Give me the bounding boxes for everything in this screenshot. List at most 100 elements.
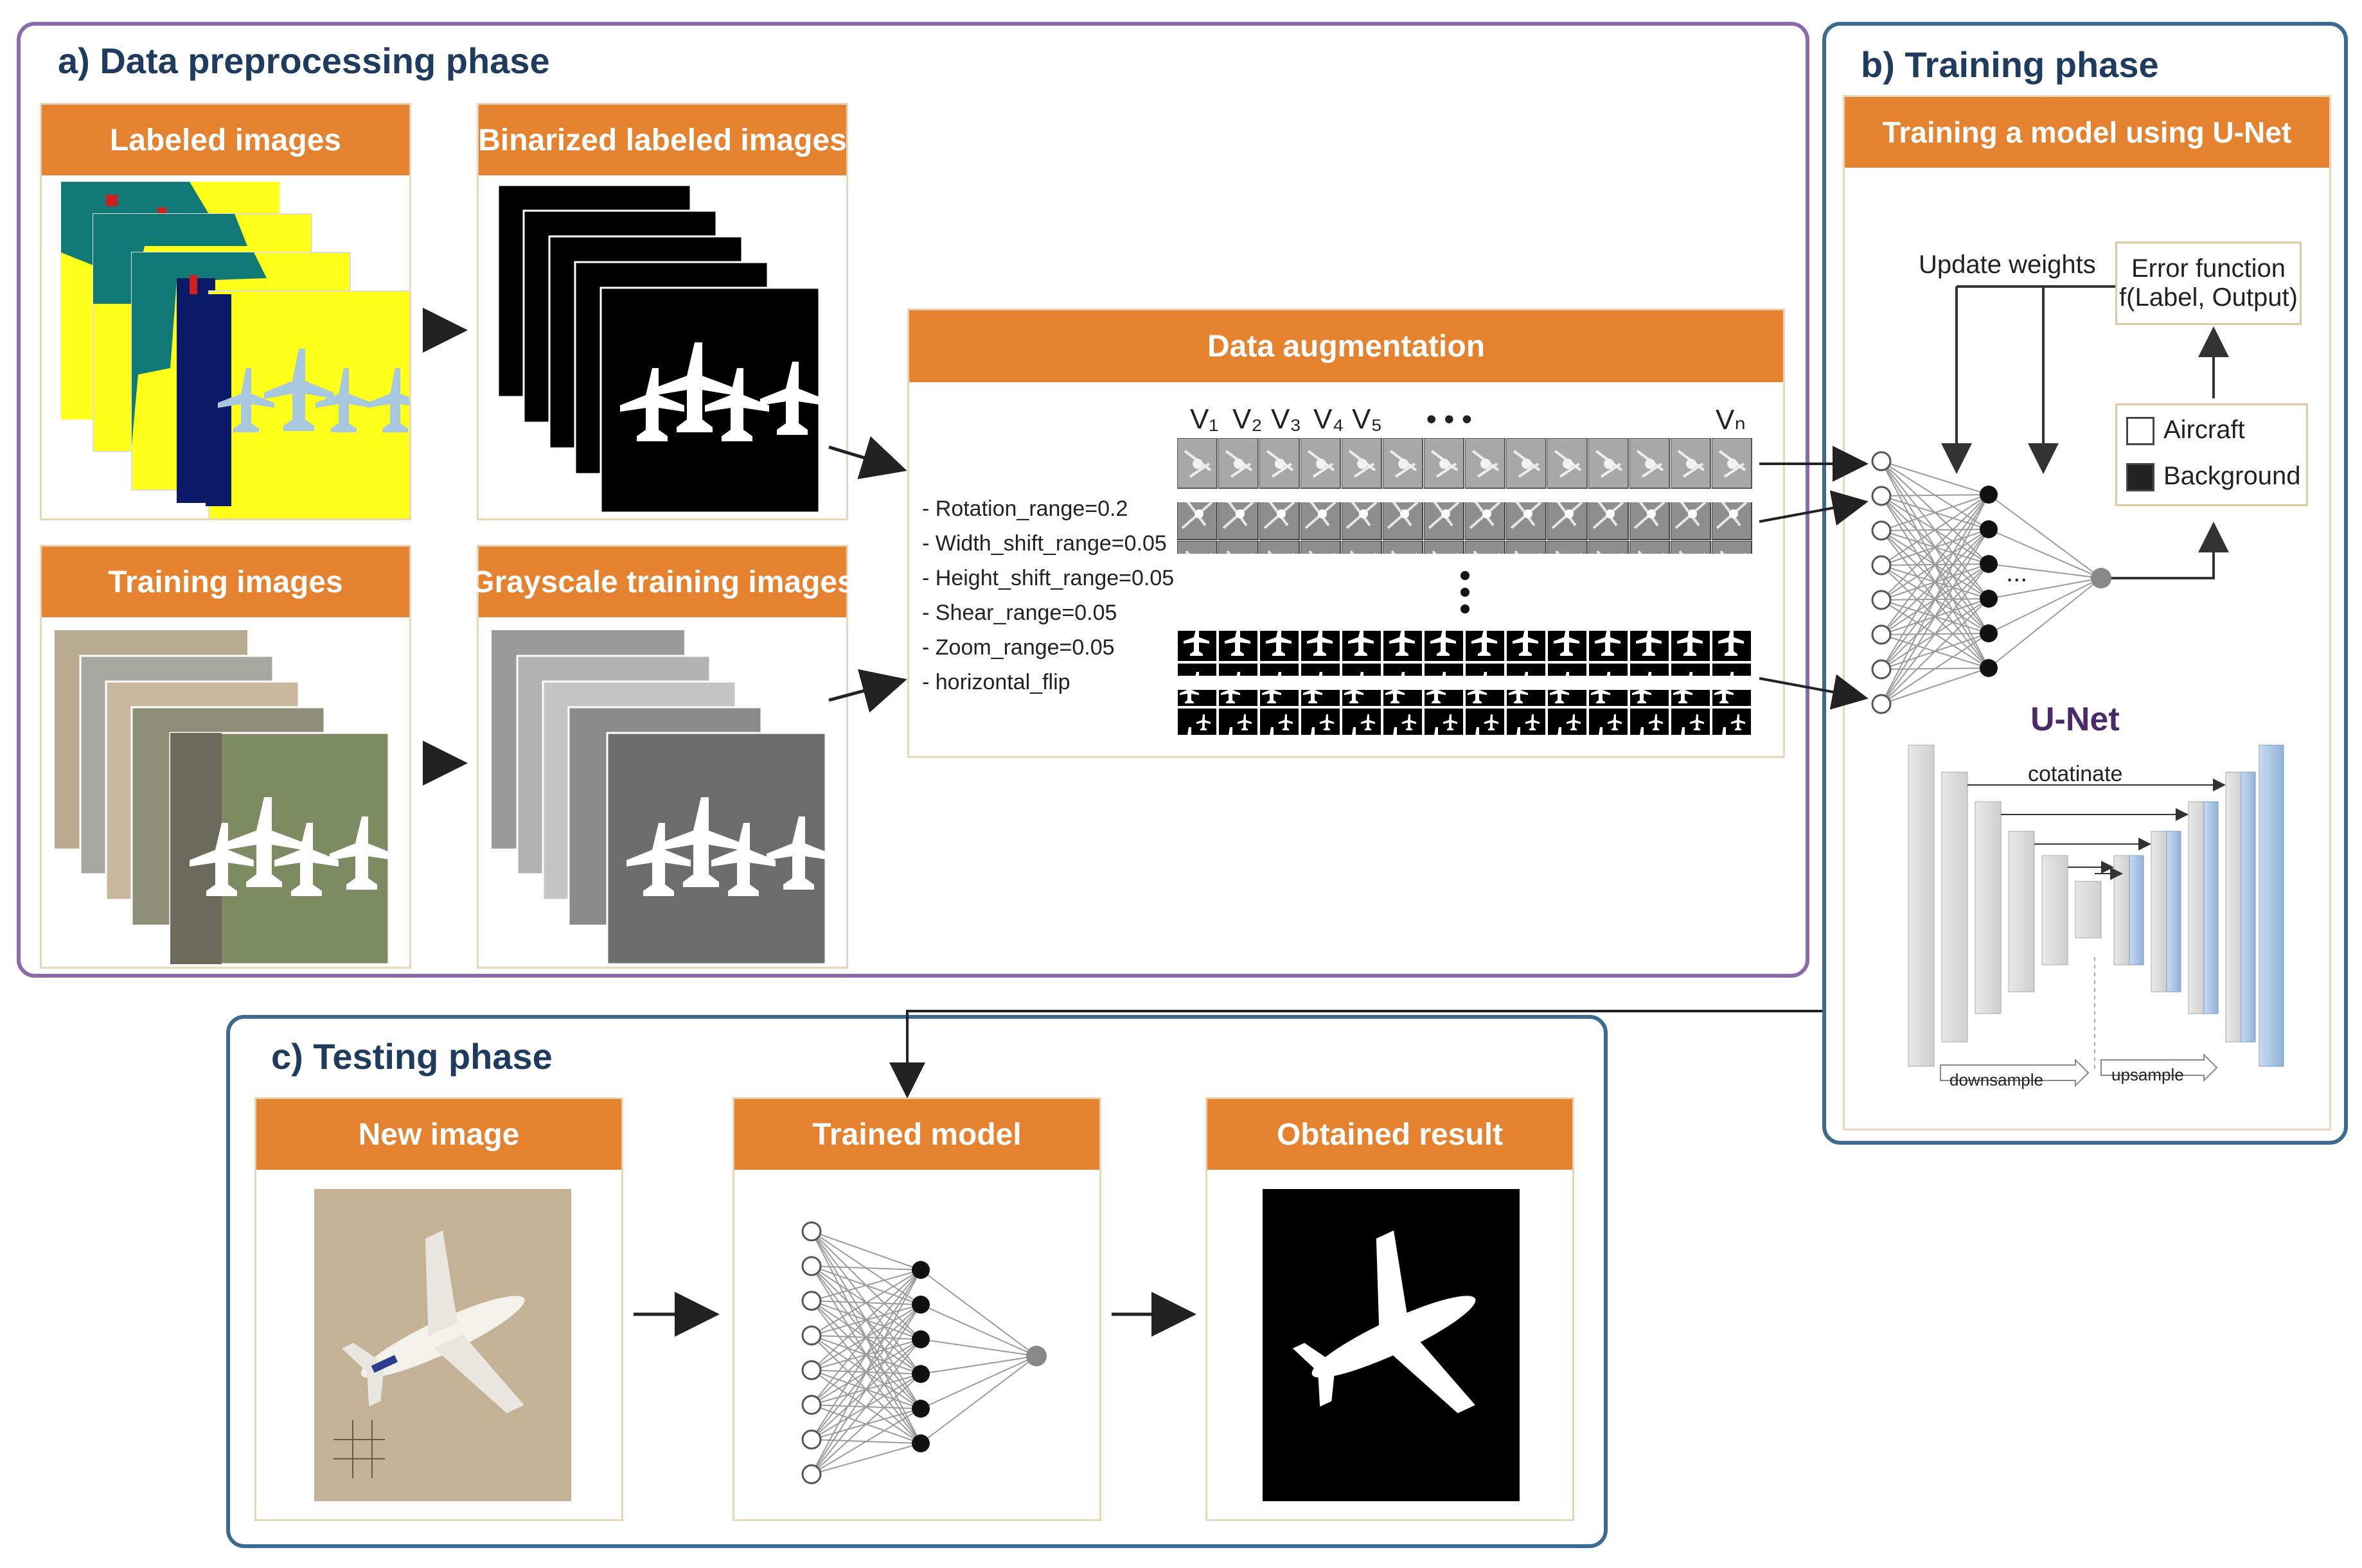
data-preprocessing-phase-frame — [17, 22, 1809, 978]
network-link — [1881, 563, 1989, 705]
new-image-photo — [314, 1189, 571, 1501]
training-network-nodes — [1871, 451, 2111, 714]
binarized-labeled-images-header: Binarized labeled images — [478, 105, 847, 175]
network-link — [1881, 494, 1989, 601]
network-link — [920, 1304, 1037, 1357]
trained-model-content — [734, 1170, 1099, 1519]
network-link — [920, 1355, 1037, 1444]
hidden-neuron — [1980, 486, 1998, 504]
network-link — [1988, 563, 2102, 579]
training-network-diagram — [1871, 285, 2229, 714]
network-link — [811, 1269, 921, 1440]
grayscale-images-stack — [479, 617, 846, 967]
network-link — [811, 1269, 921, 1405]
trained-model-connections — [811, 1231, 1037, 1475]
version-label-3: V₃ — [1271, 403, 1302, 435]
network-link — [1881, 633, 1989, 705]
trained-model-panel: Trained model — [733, 1097, 1101, 1521]
hidden-neuron — [1980, 520, 1998, 538]
input-neuron — [801, 1429, 822, 1450]
data-preprocessing-phase-title: a) Data preprocessing phase — [58, 40, 550, 81]
input-neuron — [801, 1221, 822, 1242]
update-weights-label: Update weights — [1919, 251, 2096, 279]
labeled-images-header: Labeled images — [42, 105, 409, 175]
input-neuron — [801, 1395, 822, 1415]
new-image-content — [256, 1170, 621, 1519]
obtained-result-mask — [1263, 1189, 1520, 1501]
output-neuron — [1026, 1346, 1047, 1366]
aircraft-swatch — [2126, 417, 2154, 445]
input-neuron — [1871, 486, 1892, 506]
upsample-label: upsample — [2111, 1065, 2184, 1084]
input-neuron — [1871, 555, 1892, 576]
hidden-neuron — [1980, 555, 1998, 573]
network-link — [1881, 667, 1989, 705]
unet-title: U-Net — [2030, 701, 2120, 738]
new-image-panel: New image — [254, 1097, 623, 1521]
input-neuron — [1871, 624, 1892, 645]
network-link — [811, 1269, 921, 1475]
result-aircraft-mask-group — [1292, 1230, 1476, 1414]
network-link — [811, 1269, 921, 1371]
legend-aircraft-label: Aircraft — [2163, 416, 2245, 444]
input-neuron — [801, 1464, 822, 1484]
version-label-n: Vₙ — [1716, 404, 1746, 436]
obtained-result-panel: Obtained result — [1205, 1097, 1574, 1521]
downsample-label: downsample — [1949, 1070, 2043, 1089]
training-images-stack — [42, 617, 409, 967]
network-link — [1988, 494, 2102, 579]
output-neuron — [2091, 568, 2111, 588]
binarized-images-illustration — [497, 184, 824, 514]
network-link — [811, 1231, 921, 1271]
version-label-1: V₁ — [1190, 403, 1219, 435]
new-image-header: New image — [256, 1099, 621, 1170]
labeled-images-panel: Labeled images — [40, 103, 411, 520]
network-link — [1988, 529, 2102, 579]
aug-param-horizontal-flip: - horizontal_flip — [922, 670, 1070, 694]
error-function-box: Error function f(Label, Output) — [2115, 242, 2302, 325]
input-neuron — [1871, 659, 1892, 680]
training-phase-title: b) Training phase — [1861, 44, 2159, 85]
training-images-header: Training images — [42, 547, 409, 617]
binarized-labeled-images-panel: Binarized labeled images — [477, 103, 848, 520]
network-link — [1881, 598, 1989, 705]
aug-param-shear: - Shear_range=0.05 — [922, 601, 1117, 625]
network-link — [1881, 494, 1989, 497]
version-ellipsis: • • • — [1426, 403, 1472, 435]
network-link — [1881, 529, 1989, 705]
network-link — [1881, 494, 1989, 670]
network-link — [1881, 494, 1989, 531]
network-link — [811, 1265, 921, 1271]
network-link — [1988, 577, 2102, 599]
network-link — [1881, 494, 1989, 705]
training-phase-frame — [1822, 22, 2348, 1145]
binarized-images-stack — [479, 175, 846, 518]
legend-background-label: Background — [2163, 462, 2301, 490]
new-image-aircraft-group — [341, 1230, 525, 1414]
hidden-layer-ellipsis: ... — [2006, 559, 2028, 587]
input-neuron — [1871, 520, 1892, 541]
hidden-neuron — [912, 1261, 930, 1279]
hidden-neuron — [1980, 659, 1998, 677]
hidden-neuron — [1980, 624, 1998, 642]
input-neuron — [1871, 694, 1892, 714]
input-neuron — [801, 1291, 822, 1311]
training-images-illustration — [55, 630, 394, 965]
network-link — [811, 1373, 921, 1475]
hidden-neuron — [1980, 590, 1998, 608]
network-link — [1881, 461, 1989, 495]
concatenate-label: cotatinate — [2028, 762, 2123, 786]
grayscale-images-illustration — [492, 630, 831, 965]
labeled-images-stack — [42, 175, 409, 518]
version-label-5: V₅ — [1352, 403, 1383, 435]
unet-architecture-diagram — [1908, 744, 2284, 1088]
network-link — [920, 1339, 1037, 1357]
grayscale-training-images-header: Grayscale training images — [470, 547, 855, 617]
aug-param-zoom: - Zoom_range=0.05 — [922, 635, 1115, 660]
aug-param-rotation: - Rotation_range=0.2 — [922, 497, 1128, 521]
input-neuron — [801, 1360, 822, 1380]
hidden-neuron — [912, 1296, 930, 1314]
trained-model-nodes — [801, 1221, 1047, 1484]
input-neuron — [1871, 451, 1892, 471]
input-neuron — [1871, 590, 1892, 610]
